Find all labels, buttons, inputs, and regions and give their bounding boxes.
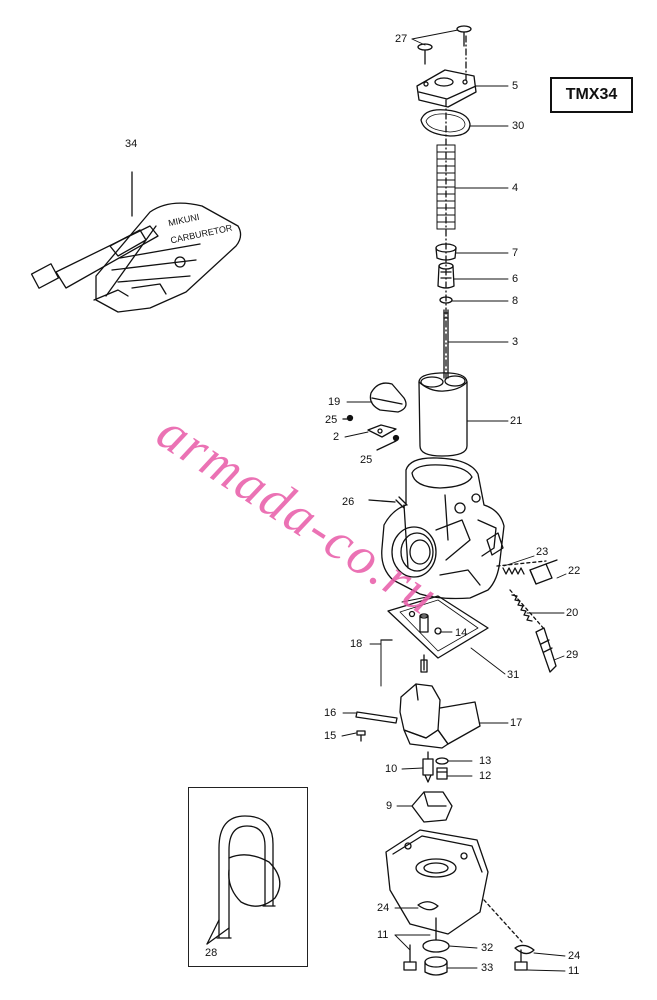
clamp-24a bbox=[417, 901, 439, 911]
callout-15: 15 bbox=[324, 730, 337, 742]
callout-33: 33 bbox=[481, 962, 494, 974]
screw-27 bbox=[417, 25, 472, 65]
model-label: TMX34 bbox=[550, 77, 633, 113]
fuel-line-drawing bbox=[206, 815, 281, 945]
callout-21: 21 bbox=[510, 415, 523, 427]
callout-22: 22 bbox=[568, 565, 581, 577]
callout-17: 17 bbox=[510, 717, 523, 729]
model-label-text: TMX34 bbox=[565, 86, 618, 103]
pilot-screw-26 bbox=[395, 496, 408, 509]
plug-33 bbox=[424, 956, 448, 976]
gasket-31 bbox=[387, 595, 489, 659]
tool-kit-34 bbox=[30, 171, 242, 313]
callout-8: 8 bbox=[512, 295, 519, 307]
callout-9: 9 bbox=[386, 800, 393, 812]
callout-18: 18 bbox=[350, 638, 363, 650]
callout-11: 11 bbox=[377, 929, 389, 941]
callout-24: 24 bbox=[568, 950, 581, 962]
spring-4 bbox=[436, 144, 456, 230]
callout-3: 3 bbox=[512, 336, 519, 348]
top-cap-5 bbox=[416, 69, 477, 108]
callout-25: 25 bbox=[325, 414, 338, 426]
lever-19 bbox=[369, 382, 407, 413]
carburetor-body bbox=[381, 457, 505, 600]
callout-16: 16 bbox=[324, 707, 337, 719]
spring-23 bbox=[502, 567, 525, 575]
o-ring-32 bbox=[422, 939, 450, 953]
spring-20 bbox=[511, 594, 533, 622]
callout-2: 2 bbox=[333, 431, 340, 443]
part-9 bbox=[411, 791, 453, 823]
float-17 bbox=[399, 683, 481, 749]
callout-14: 14 bbox=[455, 627, 468, 639]
washer-13 bbox=[435, 757, 449, 765]
inset-fuel-line-box bbox=[188, 787, 308, 967]
needle-valve-10 bbox=[422, 751, 434, 783]
callout-5: 5 bbox=[512, 80, 519, 92]
jet-12 bbox=[436, 767, 448, 780]
callout-10: 10 bbox=[385, 763, 398, 775]
pin-16 bbox=[355, 711, 398, 724]
callout-28: 28 bbox=[205, 947, 218, 959]
callout-26: 26 bbox=[342, 496, 355, 508]
screw-15 bbox=[356, 730, 366, 742]
screw-11 bbox=[403, 917, 528, 971]
screw-29 bbox=[535, 627, 557, 673]
clip-8 bbox=[439, 296, 453, 304]
jet-14 bbox=[419, 613, 429, 633]
callout-13: 13 bbox=[479, 755, 492, 767]
callout-12: 12 bbox=[479, 770, 492, 782]
callout-31: 31 bbox=[507, 669, 520, 681]
throttle-slide-21 bbox=[418, 372, 468, 457]
callout-32: 32 bbox=[481, 942, 494, 954]
jet-needle-3 bbox=[443, 309, 449, 379]
callout-23: 23 bbox=[536, 546, 549, 558]
callout-7: 7 bbox=[512, 247, 519, 259]
callout-19: 19 bbox=[328, 396, 341, 408]
callout-20: 20 bbox=[566, 607, 579, 619]
callout-34: 34 bbox=[125, 138, 138, 150]
callout-29: 29 bbox=[566, 649, 579, 661]
callout-30: 30 bbox=[512, 120, 525, 132]
needle-holder-6 bbox=[437, 262, 455, 289]
plate-2 bbox=[367, 424, 397, 438]
callout-25: 25 bbox=[360, 454, 373, 466]
callout-6: 6 bbox=[512, 273, 519, 285]
o-ring-30 bbox=[420, 109, 471, 137]
callout-24: 24 bbox=[377, 902, 390, 914]
clamp-24b bbox=[514, 944, 535, 955]
float-bowl bbox=[385, 829, 489, 935]
screw-22 bbox=[529, 559, 558, 585]
callout-27: 27 bbox=[395, 33, 408, 45]
callout-11: 11 bbox=[568, 965, 580, 977]
spring-seat-7 bbox=[435, 243, 457, 261]
callout-4: 4 bbox=[512, 182, 519, 194]
